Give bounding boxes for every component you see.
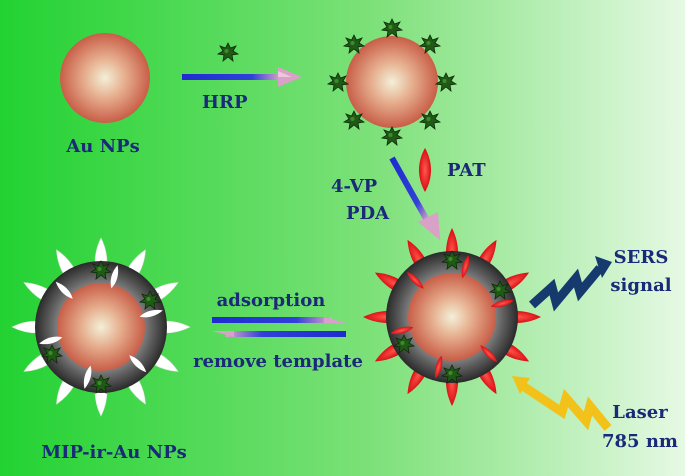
laser-label-line2: 785 nm	[602, 431, 678, 452]
sers-label-line2: signal	[610, 275, 671, 296]
mip-ir-au-nanoparticle	[11, 237, 191, 417]
au-nanoparticle	[60, 33, 150, 123]
mip-ir-au-nps-label: MIP-ir-Au NPs	[41, 442, 187, 463]
adsorption-label: adsorption	[217, 290, 326, 311]
pat-label: PAT	[447, 160, 486, 181]
hrp-arrow	[182, 67, 302, 87]
laser-zigzag-icon	[517, 380, 612, 431]
laser-label-line1: Laser	[612, 402, 668, 423]
sers-signal-zigzag-icon	[528, 265, 604, 312]
sers-label-line1: SERS	[614, 247, 669, 268]
hrp-label: HRP	[202, 92, 248, 113]
au-nps-label: Au NPs	[65, 136, 139, 157]
mip-template-nanoparticle	[363, 228, 541, 406]
polymerization-arrow	[389, 156, 440, 240]
adsorption-arrow	[212, 317, 346, 323]
vp-label: 4-VP	[331, 176, 378, 197]
pda-label: PDA	[346, 203, 390, 224]
remove-template-label: remove template	[193, 351, 363, 372]
pat-template-icon	[419, 148, 431, 192]
hrp-au-nanoparticle	[327, 18, 457, 146]
remove-template-arrow	[212, 331, 346, 337]
